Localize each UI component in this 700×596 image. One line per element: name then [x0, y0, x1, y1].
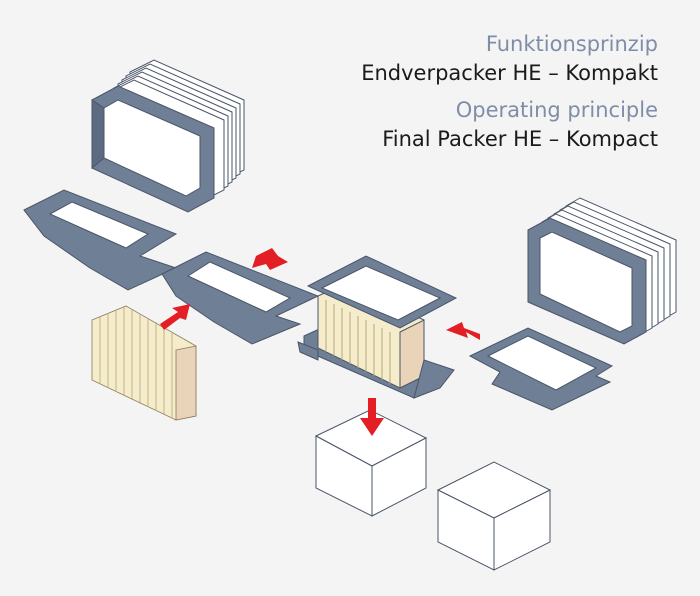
- packing-station-carton: [297, 255, 458, 399]
- title-english-name: Final Packer HE – Kompact: [382, 127, 658, 151]
- sleeve-stack-left: [91, 59, 245, 213]
- title-block: Funktionsprinzip Endverpacker HE – Kompa…: [318, 30, 658, 154]
- blank-stack-right: [527, 197, 677, 345]
- arrow-down: [360, 398, 384, 436]
- flat-blank-1: [23, 189, 178, 291]
- arrow-lid-in: [446, 322, 480, 340]
- title-german-label: Funktionsprinzip: [485, 32, 658, 56]
- finished-carton-1: [314, 409, 428, 517]
- flat-blank-2: [161, 251, 320, 345]
- product-group: [91, 305, 197, 421]
- finished-carton-2: [436, 461, 552, 571]
- lid-blank-right: [468, 327, 614, 411]
- arrow-to-station: [252, 248, 288, 270]
- arrow-product-up: [160, 304, 190, 330]
- title-english-label: Operating principle: [455, 98, 658, 122]
- title-german-name: Endverpacker HE – Kompakt: [361, 61, 658, 85]
